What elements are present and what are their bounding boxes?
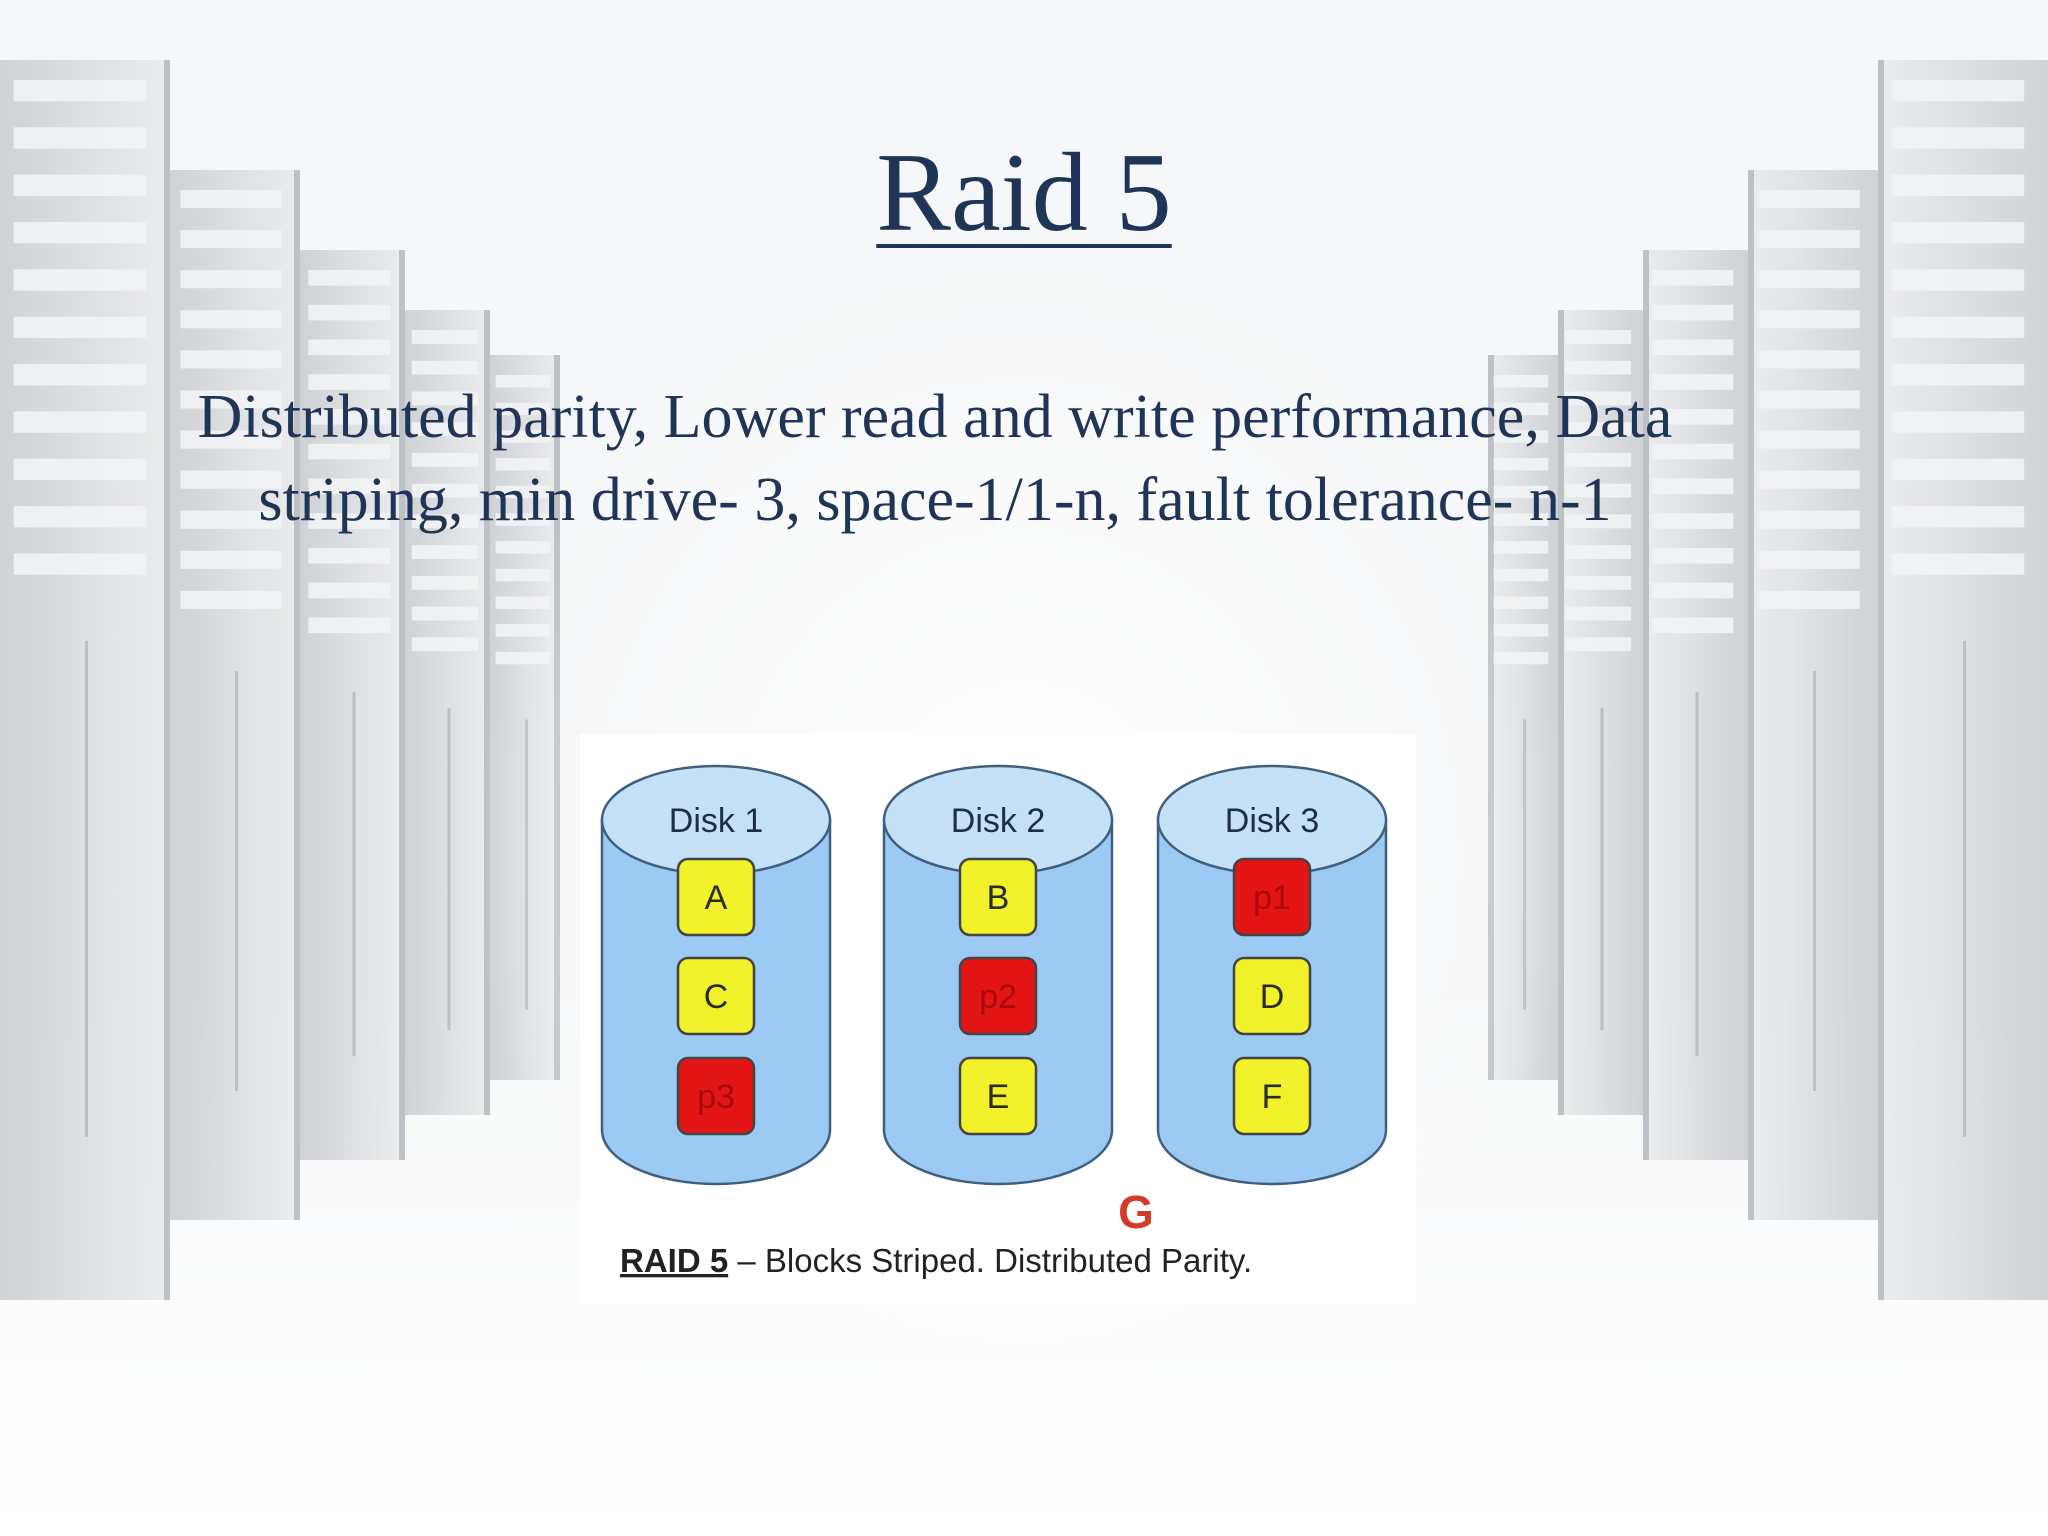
block-label: E [987, 1078, 1010, 1116]
disk-label: Disk 2 [951, 802, 1045, 840]
block-label: A [705, 879, 728, 917]
block-label: B [987, 879, 1010, 917]
caption-strong: RAID 5 [620, 1242, 728, 1279]
slide-title: Raid 5 [876, 131, 1172, 255]
block-label: p3 [697, 1078, 735, 1116]
slide-body-text: Distributed parity, Lower read and write… [197, 383, 1673, 534]
server-rack [300, 250, 405, 1160]
disk-3: Disk 3 p1D F [1156, 764, 1388, 1186]
data-block: B [958, 857, 1038, 937]
diagram-caption: RAID 5 – Blocks Striped. Distributed Par… [620, 1242, 1252, 1279]
block-label: p2 [979, 978, 1017, 1016]
parity-block: p2 [958, 956, 1038, 1036]
server-rack [0, 60, 170, 1300]
server-rack [1878, 60, 2048, 1300]
data-block: F [1232, 1056, 1312, 1136]
server-rack [1643, 250, 1748, 1160]
block-label: D [1260, 978, 1285, 1016]
data-block: A [676, 857, 756, 937]
block-label: F [1262, 1078, 1283, 1116]
watermark-logo: G [1118, 1186, 1154, 1238]
block-label: p1 [1253, 879, 1291, 917]
server-rack [1748, 170, 1878, 1220]
disk-label: Disk 1 [669, 802, 763, 840]
data-block: D [1232, 956, 1312, 1036]
data-block: E [958, 1056, 1038, 1136]
caption-rest: – Blocks Striped. Distributed Parity. [728, 1242, 1252, 1279]
disk-1: Disk 1 A Cp3 [600, 764, 832, 1186]
block-label: C [704, 978, 729, 1016]
server-rack [170, 170, 300, 1220]
data-block: C [676, 956, 756, 1036]
parity-block: p3 [676, 1056, 756, 1136]
parity-block: p1 [1232, 857, 1312, 937]
disk-label: Disk 3 [1225, 802, 1319, 840]
